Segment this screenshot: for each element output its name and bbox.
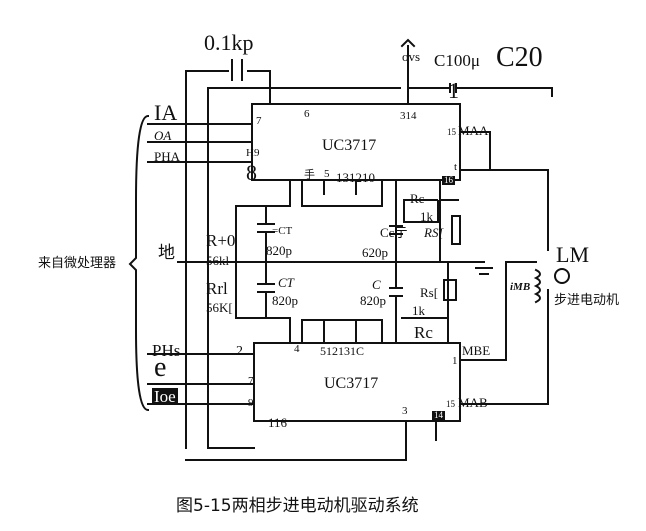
imb-label: iMB bbox=[510, 281, 531, 293]
maa-label: MAA bbox=[458, 123, 489, 138]
c100-label: C100μ bbox=[434, 51, 480, 70]
figure-caption: 图5-15两相步进电动机驱动系统 bbox=[176, 496, 419, 516]
motor-label: 步进电动机 bbox=[554, 293, 620, 308]
lower-ic-name: UC3717 bbox=[324, 375, 379, 392]
upper-sense-wire bbox=[389, 179, 461, 263]
upper-rc-box bbox=[403, 199, 439, 223]
k1-2-label: 1k bbox=[412, 303, 425, 318]
ct-1-label: =CT bbox=[272, 225, 293, 237]
lower-sense-wire bbox=[389, 261, 457, 344]
c100-wire bbox=[407, 83, 553, 97]
top-cap-label: 0.1kp bbox=[204, 30, 254, 55]
pin-5: 5 bbox=[324, 168, 330, 180]
rs-1-label: RS[ bbox=[424, 225, 444, 240]
phs-label: PHs bbox=[152, 341, 181, 360]
source-label: 来自微处理器 bbox=[38, 256, 117, 271]
pin-2: 2 bbox=[236, 344, 243, 359]
c820-1-label: 820p bbox=[266, 243, 292, 258]
rc-1-label: Rc bbox=[410, 191, 425, 206]
frame-inner-left bbox=[207, 87, 401, 449]
pin-9: H9 bbox=[246, 147, 260, 159]
ia-label: IA bbox=[154, 100, 178, 125]
mbe-label: MBE bbox=[462, 343, 491, 358]
mab-label: MAB bbox=[458, 395, 488, 410]
pin-116: 116 bbox=[268, 415, 288, 430]
pin-9b: 9 bbox=[248, 397, 254, 409]
rs-2-label: Rs[ bbox=[420, 285, 439, 300]
c620-label: 620p bbox=[362, 245, 388, 260]
oa-label: OA bbox=[154, 128, 172, 143]
pin-t: t bbox=[454, 161, 458, 173]
upper-ic-name: UC3717 bbox=[322, 137, 377, 154]
pin-14: 14 bbox=[432, 410, 445, 420]
cc-2-label: C bbox=[372, 277, 381, 292]
ioe-label: Ioe bbox=[152, 387, 178, 406]
pha-label: PHA bbox=[154, 149, 181, 164]
pin-15b: 15 bbox=[446, 399, 455, 409]
r-plus0-label: R+0 bbox=[206, 231, 236, 250]
rc-2-label: Rc bbox=[414, 323, 433, 342]
ground-char: 地 bbox=[158, 243, 175, 263]
c820-2-label: 820p bbox=[272, 293, 298, 308]
c20-label: C20 bbox=[496, 42, 543, 73]
ground-line bbox=[177, 261, 493, 275]
k1-label: 1k bbox=[420, 209, 433, 224]
motor-coil bbox=[533, 268, 541, 304]
one-label: 1 bbox=[448, 78, 459, 103]
pin-4: 4 bbox=[294, 343, 300, 355]
pin-6: 6 bbox=[304, 108, 310, 120]
pin-7b: 7 bbox=[248, 375, 254, 387]
pin-512131c: 512131C bbox=[320, 344, 365, 358]
ct-2-label: CT bbox=[278, 275, 294, 290]
lm-label: LM bbox=[556, 242, 589, 267]
upper-rc-wire bbox=[235, 179, 291, 263]
motor-wire-upper bbox=[459, 131, 549, 251]
r-56k-1-label: 56kl bbox=[206, 253, 230, 268]
motor-symbol bbox=[554, 268, 570, 284]
vs-label: ovs bbox=[402, 49, 421, 64]
pin-314: 314 bbox=[400, 110, 417, 122]
eight-label: 8 bbox=[246, 160, 257, 185]
motor-wire-lower bbox=[459, 261, 549, 405]
pin-131210: 131210 bbox=[336, 170, 375, 185]
vs-supply-wire bbox=[400, 38, 416, 105]
pin-16: 16 bbox=[442, 175, 455, 185]
top-cap-wire bbox=[185, 70, 271, 449]
lower-pins-wire bbox=[301, 319, 383, 344]
e-label: e bbox=[154, 352, 167, 383]
rr1-label: Rrl bbox=[206, 279, 228, 298]
bottom-feedback-wire bbox=[185, 420, 437, 461]
pin-15: 15 bbox=[447, 127, 456, 137]
pin-3: 3 bbox=[402, 405, 408, 417]
lower-rc-wire bbox=[235, 261, 291, 344]
cc-1-label: Cc亍 bbox=[380, 225, 408, 240]
top-cap-plates bbox=[231, 59, 243, 81]
pin-he: 手 bbox=[304, 169, 315, 181]
c820-3-label: 820p bbox=[360, 293, 386, 308]
pin-1: 1 bbox=[452, 355, 458, 367]
upper-pins-wire bbox=[301, 179, 383, 207]
input-bracket bbox=[128, 114, 150, 412]
pin-7: 7 bbox=[256, 115, 262, 127]
r-56k-2-label: 56K[ bbox=[206, 300, 233, 315]
